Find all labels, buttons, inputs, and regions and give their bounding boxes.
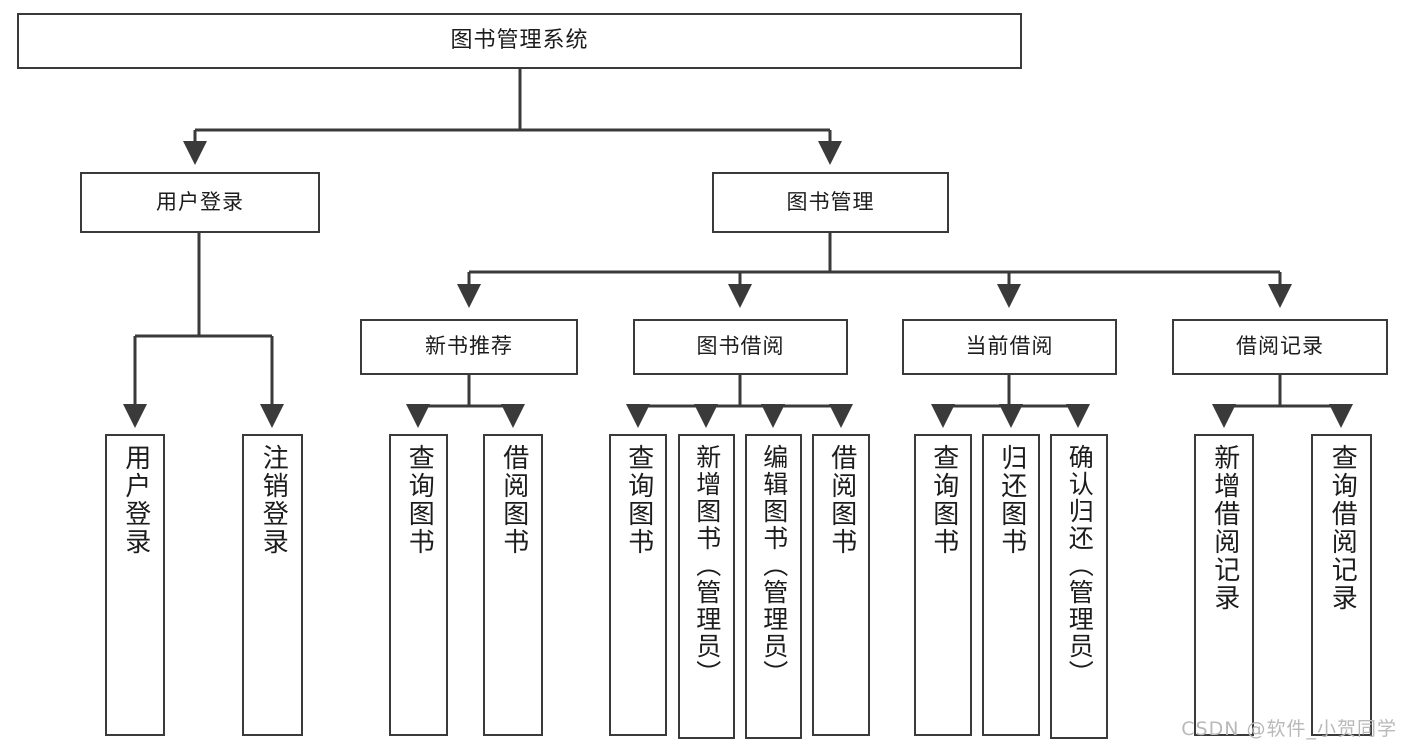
- node-book-management[interactable]: 图书管理: [712, 172, 949, 233]
- leaf-current-borrow-return[interactable]: 归还图书: [982, 434, 1040, 736]
- node-label: 借阅图书: [826, 444, 857, 556]
- node-label: 确认归还（管理员）: [1065, 444, 1095, 687]
- leaf-user-login-logout[interactable]: 注销登录: [242, 434, 303, 736]
- leaf-book-borrow-add[interactable]: 新增图书（管理员）: [678, 434, 735, 739]
- node-label: 新增借阅记录: [1209, 444, 1240, 612]
- node-user-login[interactable]: 用户登录: [80, 172, 320, 233]
- node-label: 当前借阅: [965, 334, 1054, 359]
- node-label: 查询图书: [928, 444, 959, 556]
- node-label: 归还图书: [996, 444, 1027, 556]
- node-label: 编辑图书（管理员）: [759, 444, 789, 687]
- leaf-current-borrow-confirm-return[interactable]: 确认归还（管理员）: [1050, 434, 1108, 739]
- node-new-book-recommend[interactable]: 新书推荐: [360, 319, 578, 375]
- leaf-user-login-login[interactable]: 用户登录: [105, 434, 165, 736]
- node-label: 新增图书（管理员）: [692, 444, 722, 687]
- node-label: 图书借阅: [696, 334, 785, 359]
- node-label: 借阅图书: [498, 444, 529, 556]
- node-label: 图书管理: [786, 189, 875, 214]
- leaf-book-borrow-query[interactable]: 查询图书: [609, 434, 667, 736]
- leaf-borrow-record-add[interactable]: 新增借阅记录: [1194, 434, 1254, 736]
- watermark: CSDN @软件_小贺同学: [1181, 718, 1397, 740]
- node-label: 注销登录: [258, 444, 289, 556]
- node-label: 查询借阅记录: [1327, 444, 1358, 612]
- node-label: 借阅记录: [1236, 334, 1324, 359]
- node-label: 图书管理系统: [450, 27, 589, 53]
- leaf-new-book-borrow[interactable]: 借阅图书: [483, 434, 543, 736]
- node-label: 用户登录: [120, 444, 151, 556]
- node-current-borrow[interactable]: 当前借阅: [902, 319, 1117, 375]
- leaf-current-borrow-query[interactable]: 查询图书: [914, 434, 972, 736]
- leaf-book-borrow-edit[interactable]: 编辑图书（管理员）: [745, 434, 802, 739]
- node-label: 查询图书: [623, 444, 654, 556]
- node-label: 查询图书: [404, 444, 435, 556]
- node-label: 用户登录: [156, 189, 244, 214]
- leaf-new-book-query[interactable]: 查询图书: [389, 434, 448, 736]
- node-label: 新书推荐: [425, 334, 513, 359]
- leaf-borrow-record-query[interactable]: 查询借阅记录: [1311, 434, 1372, 736]
- node-book-borrow[interactable]: 图书借阅: [633, 319, 848, 375]
- leaf-book-borrow-borrow[interactable]: 借阅图书: [812, 434, 870, 736]
- node-root-system[interactable]: 图书管理系统: [17, 13, 1022, 69]
- node-borrow-record[interactable]: 借阅记录: [1172, 319, 1388, 375]
